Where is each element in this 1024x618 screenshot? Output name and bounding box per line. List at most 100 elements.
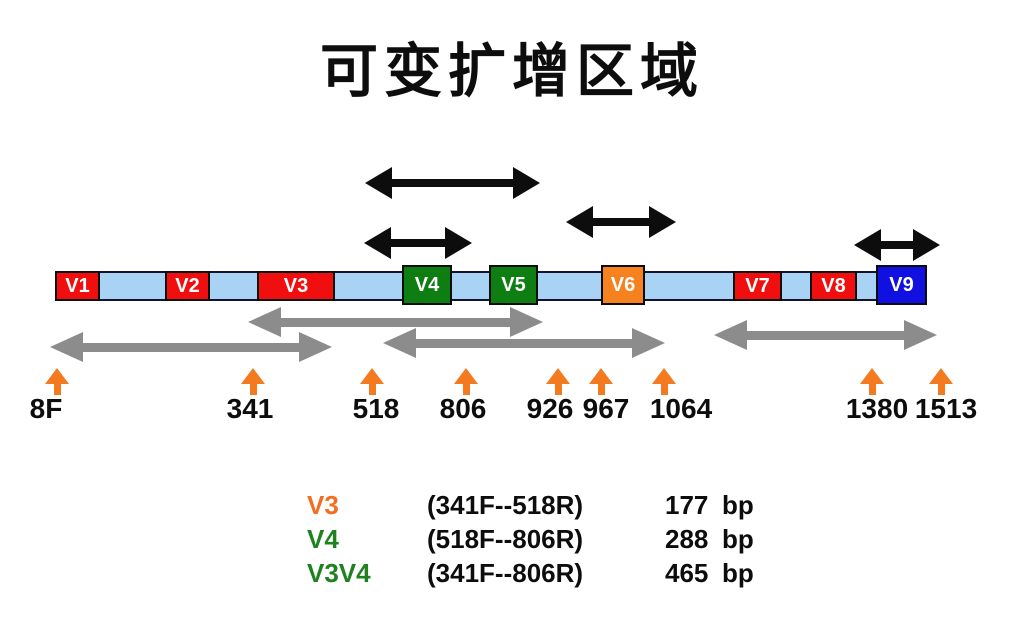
arrowhead-left-icon [854, 229, 881, 261]
up-triangle-icon [589, 368, 613, 384]
primer-label-341: 341 [226, 393, 274, 424]
primer-label-1513: 1513 [914, 393, 978, 424]
primer-label-8f: 8F [29, 393, 63, 424]
arrowhead-left-icon [365, 167, 392, 199]
amplicon-size: 465 [665, 558, 709, 588]
region-segment-v1: V1 [55, 271, 100, 301]
arrow-shaft [747, 330, 904, 340]
primer-arrow-518-icon [360, 368, 384, 395]
arrowhead-right-icon [649, 206, 676, 238]
region-label: V3 [283, 274, 309, 297]
amplicon-row-v3v4: V3V4 (341F--806R) 465 bp [307, 558, 754, 592]
arrow-stem [554, 384, 562, 395]
arrow-shaft [281, 317, 510, 327]
black-range-arrow-518-926 [365, 167, 540, 199]
primer-label-1380: 1380 [845, 393, 909, 424]
up-triangle-icon [45, 368, 69, 384]
primer-label-518: 518 [352, 393, 400, 424]
arrowhead-right-icon [632, 328, 665, 358]
gray-range-arrow-518-1064 [383, 328, 665, 358]
arrow-stem [660, 384, 668, 395]
arrowhead-right-icon [299, 332, 332, 362]
amplicon-row-v4: V4 (518F--806R) 288 bp [307, 524, 754, 558]
black-range-arrow-v6 [566, 206, 676, 238]
region-segment-v2: V2 [165, 271, 210, 301]
region-segment-v5: V5 [489, 265, 538, 305]
region-segment-v8: V8 [810, 271, 857, 301]
primer-label-926: 926 [526, 393, 574, 424]
arrowhead-left-icon [248, 307, 281, 337]
arrow-shaft [391, 239, 445, 247]
region-label: V8 [821, 274, 846, 297]
region-label: V6 [610, 273, 636, 296]
arrowhead-right-icon [513, 167, 540, 199]
primer-arrow-341-icon [241, 368, 265, 395]
amplicon-primer-pair: (341F--806R) [427, 558, 584, 588]
amplicon-size-unit: bp [722, 524, 754, 554]
up-triangle-icon [241, 368, 265, 384]
region-label: V4 [414, 273, 440, 296]
region-segment-v7: V7 [733, 271, 782, 301]
primer-label-967: 967 [582, 393, 630, 424]
amplicon-primer-pair: (341F--518R) [427, 490, 584, 520]
amplicon-name: V3V4 [307, 558, 371, 588]
primer-arrow-8f-icon [45, 368, 69, 395]
region-label: V5 [501, 273, 526, 296]
primer-arrow-967-icon [589, 368, 613, 395]
gray-range-arrow-341-926 [248, 307, 543, 337]
primer-arrow-1064-icon [652, 368, 676, 395]
amplicon-size: 177 [665, 490, 709, 520]
arrow-stem [53, 384, 61, 395]
arrowhead-left-icon [566, 206, 593, 238]
arrow-stem [462, 384, 470, 395]
arrow-shaft [392, 179, 513, 187]
arrow-stem [868, 384, 876, 395]
gray-range-arrow-8f-518 [50, 332, 332, 362]
diagram-title: 可变扩增区域 [319, 37, 704, 105]
arrowhead-left-icon [364, 227, 391, 259]
arrowhead-right-icon [510, 307, 543, 337]
arrow-shaft [881, 241, 913, 249]
black-range-arrow-v9 [854, 229, 940, 261]
black-range-arrow-v4 [364, 227, 472, 259]
primer-arrow-1513-icon [929, 368, 953, 395]
amplicon-name: V4 [307, 524, 339, 554]
amplicon-primer-pair: (518F--806R) [427, 524, 584, 554]
primer-arrow-926-icon [546, 368, 570, 395]
amplicon-name: V3 [307, 490, 339, 520]
arrowhead-left-icon [50, 332, 83, 362]
region-label: V7 [745, 274, 770, 297]
amplicon-legend: V3 (341F--518R) 177 bp V4 (518F--806R) 2… [307, 490, 754, 592]
up-triangle-icon [546, 368, 570, 384]
region-label: V2 [175, 274, 200, 297]
region-segment-v9: V9 [876, 265, 927, 305]
arrow-shaft [83, 342, 299, 352]
gray-range-arrow-v7-v9 [714, 320, 937, 350]
arrow-shaft [416, 338, 632, 348]
region-label: V9 [889, 273, 914, 296]
arrowhead-left-icon [383, 328, 416, 358]
up-triangle-icon [860, 368, 884, 384]
arrowhead-right-icon [904, 320, 937, 350]
arrow-stem [597, 384, 605, 395]
region-segment-v4: V4 [402, 265, 452, 305]
primer-arrow-1380-icon [860, 368, 884, 395]
primer-arrow-806-icon [454, 368, 478, 395]
primer-label-1064: 1064 [649, 393, 713, 424]
up-triangle-icon [360, 368, 384, 384]
up-triangle-icon [652, 368, 676, 384]
up-triangle-icon [929, 368, 953, 384]
arrowhead-right-icon [913, 229, 940, 261]
amplicon-row-v3: V3 (341F--518R) 177 bp [307, 490, 754, 524]
region-segment-v6: V6 [601, 265, 645, 305]
primer-label-806: 806 [439, 393, 487, 424]
arrowhead-left-icon [714, 320, 747, 350]
arrowhead-right-icon [445, 227, 472, 259]
region-segment-v3: V3 [257, 271, 335, 301]
arrow-stem [249, 384, 257, 395]
region-label: V1 [65, 274, 90, 297]
arrow-stem [937, 384, 945, 395]
amplicon-size-unit: bp [722, 558, 754, 588]
up-triangle-icon [454, 368, 478, 384]
